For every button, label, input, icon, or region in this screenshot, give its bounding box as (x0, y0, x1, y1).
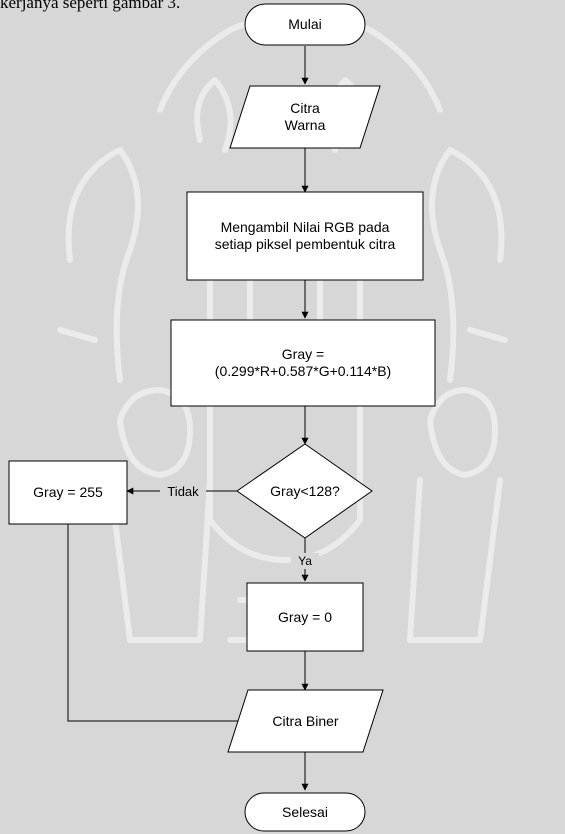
start-label: Mulai (245, 4, 365, 45)
formula-label: Gray = (0.299*R+0.587*G+0.114*B) (171, 320, 435, 406)
output-label: Citra Biner (238, 690, 373, 752)
input-label: Citra Warna (240, 86, 370, 148)
decision-label: Gray<128? (237, 480, 373, 502)
edge-gray255-output (68, 524, 247, 721)
page-caption: kerjanya seperti gambar 3. (0, 0, 240, 16)
end-label: Selesai (245, 793, 365, 831)
gray0-label: Gray = 0 (247, 583, 363, 651)
gray255-label: Gray = 255 (9, 461, 127, 524)
edge-label-yes: Ya (291, 553, 319, 569)
rgb-process-label: Mengambil Nilai RGB pada setiap piksel p… (187, 192, 423, 280)
edge-label-no: Tidak (160, 482, 206, 500)
